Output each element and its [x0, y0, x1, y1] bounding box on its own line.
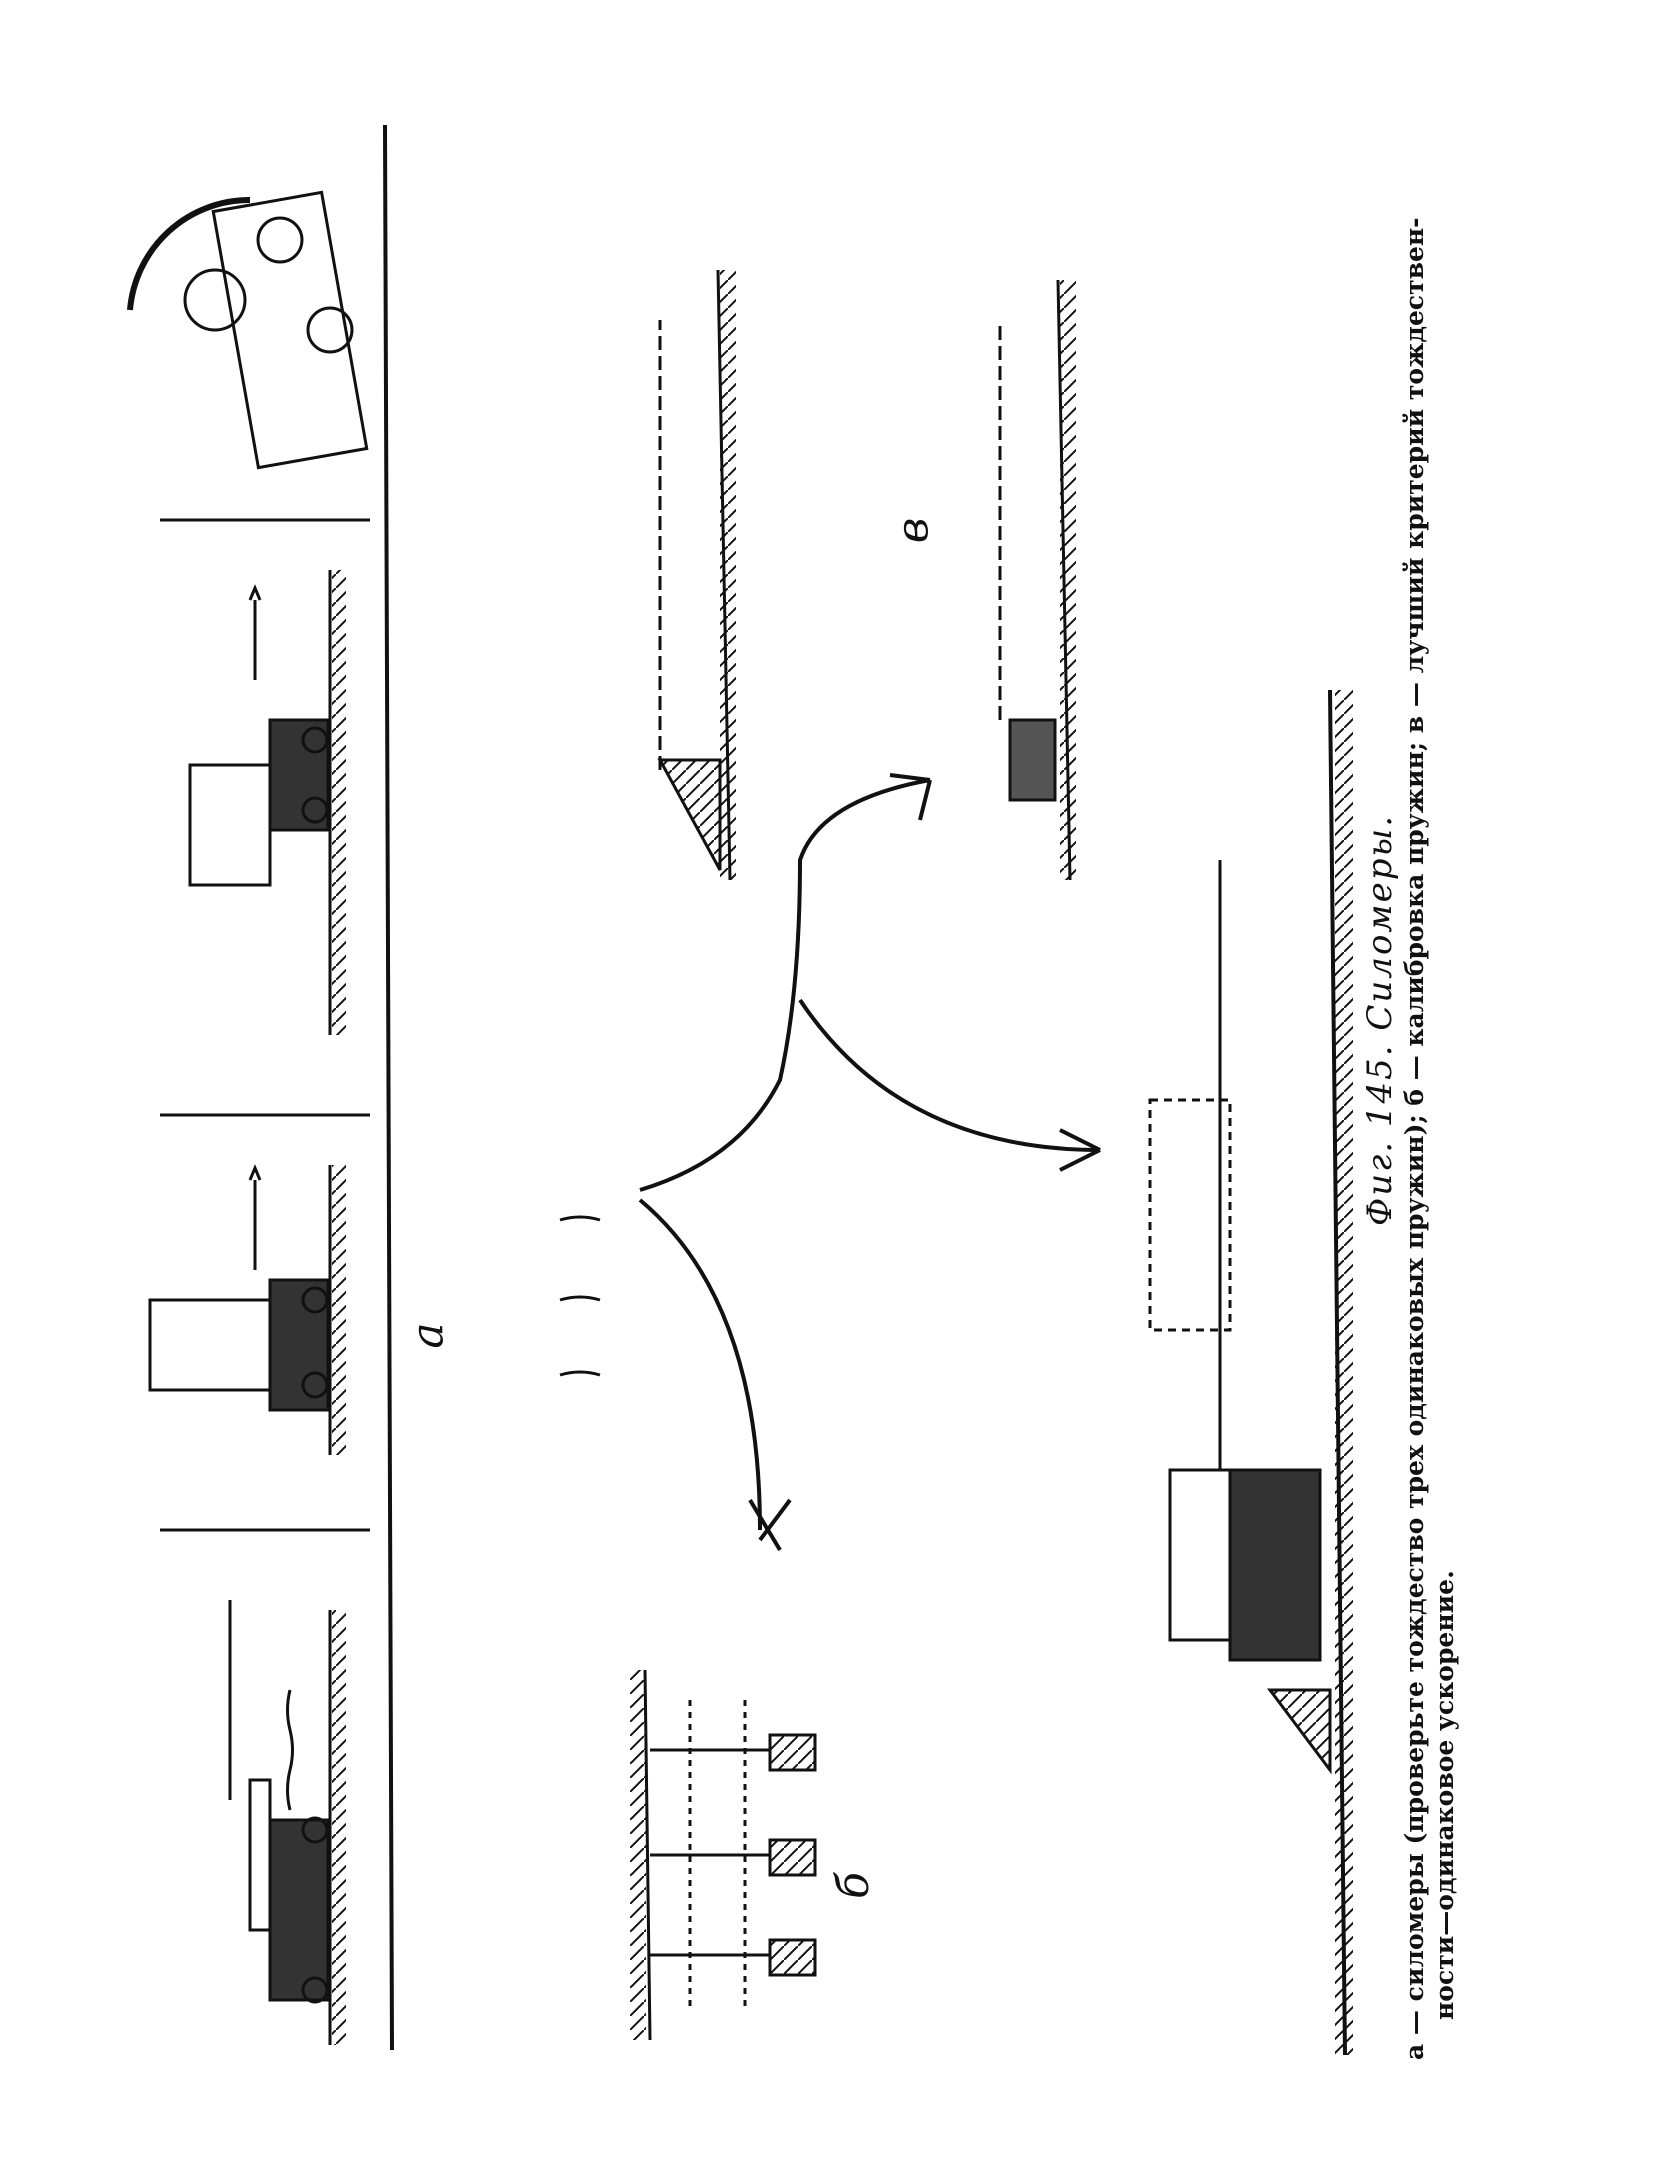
figure-title: Фиг. 145. Силомеры. [1360, 813, 1400, 1227]
section-b-diagrams [559, 1215, 817, 2041]
label-a: а [402, 1322, 454, 1349]
section-a-diagrams [127, 124, 394, 2051]
cart-ruler [228, 1600, 346, 2045]
label-v: в [887, 517, 939, 544]
cart-scale-2 [148, 1164, 346, 1455]
figure-caption: Фиг. 145. Силомеры. а — силомеры (провер… [1360, 217, 1490, 2060]
dial-dynamometer [127, 190, 369, 470]
label-b: б [827, 1872, 879, 1899]
curved-arrows [638, 773, 1101, 1552]
caption-line-2: ности—одинаковое ускорение. [1430, 1570, 1459, 2020]
cart-scale-1 [188, 570, 346, 1035]
section-v-diagrams [657, 269, 1353, 2056]
caption-line-1: а — силомеры (проверьте тождество трех о… [1400, 217, 1429, 2060]
